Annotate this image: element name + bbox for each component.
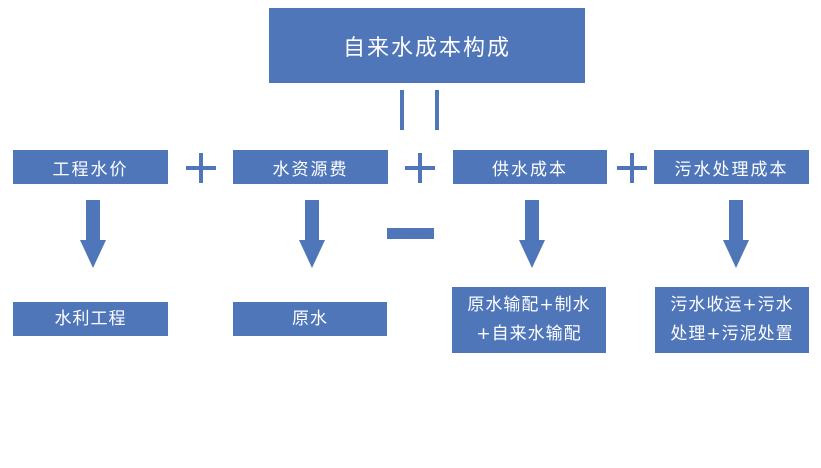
category-box-sewage-treatment-cost: 污水处理成本: [654, 150, 809, 184]
result-line-2: 处理+污泥处置: [670, 324, 794, 344]
category-box-engineering-water-price: 工程水价: [13, 150, 168, 184]
category-box-water-resource-fee: 水资源费: [233, 150, 388, 184]
result-line-1: 污水收运+污水: [670, 295, 794, 315]
category-label: 水资源费: [272, 159, 349, 180]
category-label: 工程水价: [52, 159, 129, 180]
result-box-sewage-components: 污水收运+污水 处理+污泥处置: [655, 287, 809, 353]
category-label: 污水处理成本: [674, 159, 789, 180]
minus-sign: [387, 228, 434, 239]
equals-bar-left: [400, 90, 404, 130]
result-box-hydraulic-engineering: 水利工程: [13, 302, 168, 336]
result-box-supply-components: 原水输配+制水 +自来水输配: [452, 287, 606, 353]
result-label: 原水: [292, 308, 328, 329]
result-line-1: 原水输配+制水: [467, 295, 591, 315]
result-line-2: +自来水输配: [476, 324, 582, 344]
diagram-title: 自来水成本构成: [342, 35, 511, 61]
result-box-raw-water: 原水: [233, 302, 387, 336]
category-label: 供水成本: [492, 159, 568, 180]
category-box-water-supply-cost: 供水成本: [453, 150, 607, 184]
result-label: 水利工程: [54, 308, 127, 329]
diagram-title-box: 自来水成本构成: [269, 8, 585, 83]
equals-bar-right: [435, 90, 439, 130]
